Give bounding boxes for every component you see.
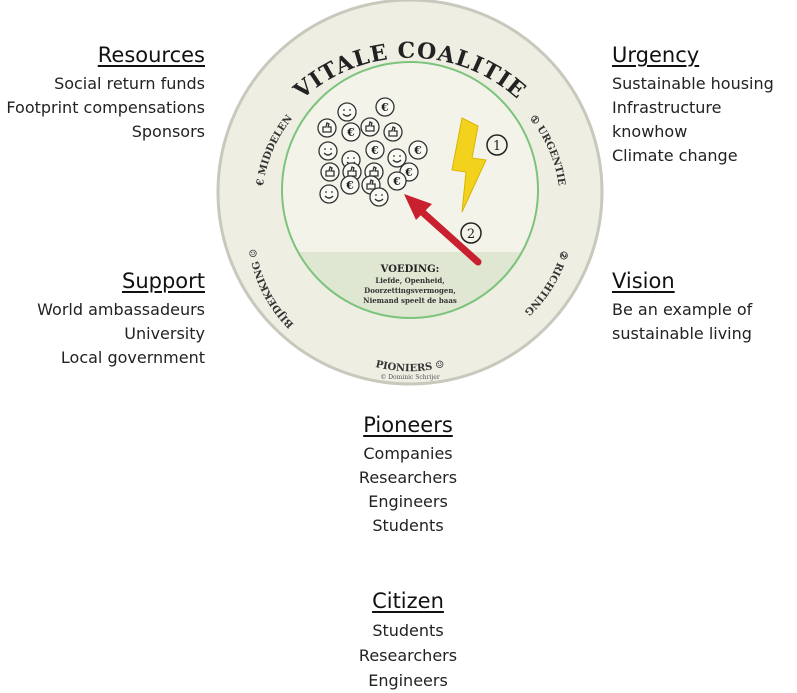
urgency-item: Infrastructure knowhow xyxy=(612,98,722,141)
svg-text:€: € xyxy=(404,166,413,179)
voeding-line-2: Doorzettingsvermogen, xyxy=(364,286,456,295)
vision-heading: Vision xyxy=(612,269,675,293)
support-item: World ambassadeurs xyxy=(37,300,205,319)
euro-coin-icon: € xyxy=(375,97,395,117)
euro-coin-icon: € xyxy=(408,140,428,160)
svg-text:€: € xyxy=(370,144,379,157)
icon-cluster: €€€€€€€ xyxy=(317,97,428,207)
euro-coin-icon: € xyxy=(341,122,361,142)
smiley-icon xyxy=(369,187,389,207)
thumbs-up-icon xyxy=(360,117,380,137)
vision-block: Vision Be an example of sustainable livi… xyxy=(612,268,752,346)
euro-coin-icon: € xyxy=(365,140,385,160)
urgency-heading: Urgency xyxy=(612,43,700,67)
svg-text:€: € xyxy=(380,101,389,114)
support-item: Local government xyxy=(60,348,205,367)
svg-text:€: € xyxy=(413,144,422,157)
pioneers-item: Engineers xyxy=(368,492,448,511)
resources-item: Footprint compensations xyxy=(6,98,205,117)
vision-item: Be an example of xyxy=(612,300,753,319)
citizen-heading: Citizen xyxy=(372,589,444,613)
voeding-line-3: Niemand speelt de baas xyxy=(363,296,457,305)
smiley-icon xyxy=(337,102,357,122)
svg-text:€: € xyxy=(345,179,354,192)
marker-2-label: 2 xyxy=(467,227,475,242)
citizen-block: Citizen Students Researchers Engineers xyxy=(308,588,508,693)
resources-block: Resources Social return funds Footprint … xyxy=(6,42,205,144)
thumbs-up-icon xyxy=(320,162,340,182)
voeding-title: VOEDING: xyxy=(380,264,440,275)
svg-text:€: € xyxy=(346,126,355,139)
red-arrow-icon xyxy=(404,194,482,266)
support-item: University xyxy=(124,324,205,343)
coaster-copyright: © Dominic Schrijer xyxy=(380,374,440,381)
pioneers-block: Pioneers Companies Researchers Engineers… xyxy=(308,412,508,538)
marker-1-circle xyxy=(486,134,508,156)
resources-item: Sponsors xyxy=(131,122,205,141)
citizen-item: Researchers xyxy=(358,646,458,665)
pioneers-item: Companies xyxy=(363,444,453,463)
pioneers-heading: Pioneers xyxy=(363,413,453,437)
euro-coin-icon: € xyxy=(387,171,407,191)
resources-heading: Resources xyxy=(97,43,205,67)
thumbs-up-icon xyxy=(383,122,403,142)
vision-item: sustainable living xyxy=(612,324,752,343)
lightning-bolt-icon xyxy=(451,117,487,213)
citizen-item: Students xyxy=(372,621,444,640)
euro-coin-icon: € xyxy=(340,175,360,195)
pioneers-item: Researchers xyxy=(358,468,458,487)
marker-2-circle xyxy=(460,222,482,244)
voeding-line-1: Liefde, Openheid, xyxy=(375,276,444,285)
thumbs-up-icon xyxy=(317,118,337,138)
urgency-block: Urgency Sustainable housing Infrastructu… xyxy=(612,42,797,168)
urgency-item: Sustainable housing xyxy=(612,74,774,93)
rim-label-pioniers: PIONIERS ☺ xyxy=(374,359,445,374)
smiley-icon xyxy=(318,141,338,161)
urgency-item: Climate change xyxy=(612,146,738,165)
pioneers-item: Students xyxy=(372,516,444,535)
smiley-icon xyxy=(387,148,407,168)
support-block: Support World ambassadeurs University Lo… xyxy=(37,268,205,370)
marker-1-label: 1 xyxy=(493,139,501,154)
citizen-item: Engineers xyxy=(368,671,448,690)
svg-text:€: € xyxy=(392,175,401,188)
resources-item: Social return funds xyxy=(54,74,205,93)
support-heading: Support xyxy=(121,269,205,293)
smiley-icon xyxy=(319,184,339,204)
